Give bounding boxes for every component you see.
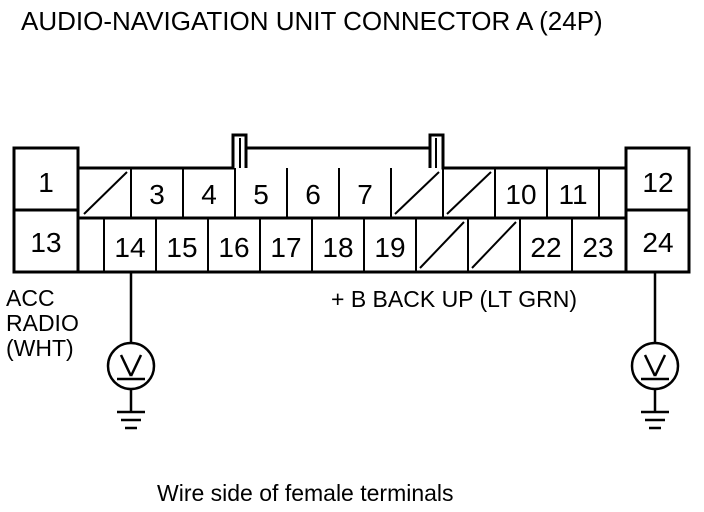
- terminal-10: 10: [505, 179, 536, 210]
- voltmeter-right-icon: [630, 341, 680, 391]
- terminal-13: 13: [30, 227, 61, 258]
- empty-cavity-2: [83, 171, 128, 215]
- terminal-6: 6: [305, 179, 321, 210]
- empty-cavity-9: [446, 171, 492, 215]
- terminal-17: 17: [270, 232, 301, 263]
- voltmeter-left: [106, 272, 156, 430]
- terminal-24: 24: [642, 227, 673, 258]
- left-wire-label: ACC RADIO (WHT): [6, 286, 79, 361]
- left-wire-line3: (WHT): [6, 335, 74, 361]
- terminal-3: 3: [149, 179, 165, 210]
- diagram-title: AUDIO-NAVIGATION UNIT CONNECTOR A (24P): [21, 6, 603, 36]
- terminal-1: 1: [38, 167, 54, 198]
- connector-outline: [12, 133, 691, 274]
- voltmeter-right: [630, 272, 680, 430]
- terminal-12: 12: [642, 167, 673, 198]
- terminal-19: 19: [374, 232, 405, 263]
- terminal-4: 4: [201, 179, 217, 210]
- terminal-16: 16: [218, 232, 249, 263]
- terminal-15: 15: [166, 232, 197, 263]
- terminal-22: 22: [530, 232, 561, 263]
- diagram-caption: Wire side of female terminals: [157, 480, 454, 506]
- voltmeter-left-icon: [106, 341, 156, 391]
- terminal-11: 11: [558, 179, 587, 210]
- terminal-18: 18: [322, 232, 353, 263]
- terminal-7: 7: [357, 179, 373, 210]
- terminal-14: 14: [114, 232, 145, 263]
- empty-cavity-21: [471, 221, 517, 269]
- empty-cavity-8: [394, 171, 440, 215]
- terminal-23: 23: [582, 232, 613, 263]
- left-wire-line2: RADIO: [6, 310, 79, 336]
- terminal-5: 5: [253, 179, 269, 210]
- empty-cavity-20: [419, 221, 465, 269]
- right-wire-label: + B BACK UP (LT GRN): [331, 286, 578, 312]
- left-wire-line1: ACC: [6, 285, 55, 311]
